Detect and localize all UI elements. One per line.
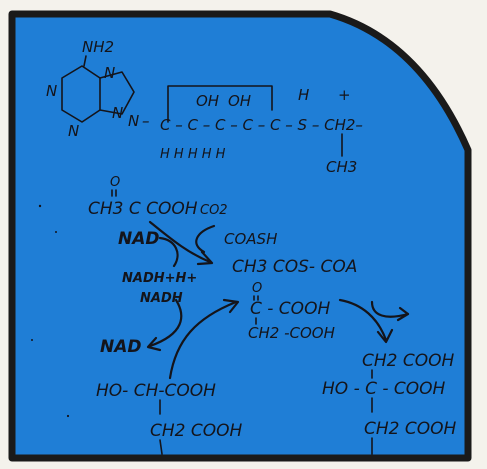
citrate-line-3: CH2 COOH [364,419,457,439]
h-row-bottom: H H H H H [160,147,226,162]
arrow-head-nad [146,336,162,352]
acetyl-coa-label: CH3 COS- COA [232,257,357,277]
n-left-label: N [46,82,57,100]
ch3-label: CH3 [326,158,357,176]
blue-panel [8,10,472,462]
arrow-head-citrate [376,328,394,344]
arrow-head-acetyl [396,306,410,322]
nh2-bond [83,55,87,67]
n-mid-label: N [112,104,123,122]
nadh-h-label: NADH+H+ [122,271,197,286]
nad-nadh-cofactor-curve [148,298,183,348]
oh-label-2: OH [228,92,251,110]
pyruvate-carbonyl-bond [111,189,117,197]
n-link-dash: – [142,112,150,130]
pyruvate-oxygen: O [110,175,120,190]
oxaloacetate-line-1: C - COOH [250,299,330,319]
nad-label-1: NAD [118,229,160,249]
coash-in-curve [195,224,216,254]
malate-bottom-bond [159,439,163,455]
purine-ring-pentagon [99,71,135,115]
reaction-scheme: O CH3 C COOH CO2 NAD COASH NADH+H+ CH3 C… [88,175,457,455]
co2-label: CO2 [200,203,228,218]
oxaloacetate-line-2: CH2 -COOH [248,324,335,342]
oxalo-oxygen: O [252,281,262,296]
arrow-head-oxalo [222,298,240,314]
n-top-label: N [104,64,115,82]
citrate-line-2: HO - C - COOH [322,379,446,399]
oh-label-1: OH [196,92,219,110]
h-top-label: H [298,86,309,104]
molecule-structure: NH2 N N N N N – OH OH H + C – C – C – C … [46,38,363,176]
plus-sign: + [338,86,351,104]
oxalo-carbonyl-bond [253,295,259,301]
arrow-head-1 [196,250,214,266]
nad-to-nadh-curve [158,236,179,268]
n-link-label: N [128,112,139,130]
main-chain: C – C – C – C – C – S – CH2– [160,116,363,134]
reaction-arrow-main-1 [148,220,212,264]
malate-to-oxalo-arrow [168,300,238,380]
citrate-line-1: CH2 COOH [362,351,455,371]
acetyl-into-citrate-curve [370,300,410,318]
n-bottom-label: N [68,122,79,140]
ring-bracket [167,85,273,123]
coash-label: COASH [224,230,277,248]
nadh-label-2: NADH [140,291,183,306]
arrow-to-citrate [338,298,388,342]
speckles [31,204,70,418]
malate-line-2: CH2 COOH [150,421,243,441]
malate-line-1: HO- CH-COOH [96,381,216,401]
nh2-label: NH2 [82,38,114,56]
pyruvate-label: CH3 C COOH [88,199,198,219]
nad-label-2: NAD [100,337,142,357]
